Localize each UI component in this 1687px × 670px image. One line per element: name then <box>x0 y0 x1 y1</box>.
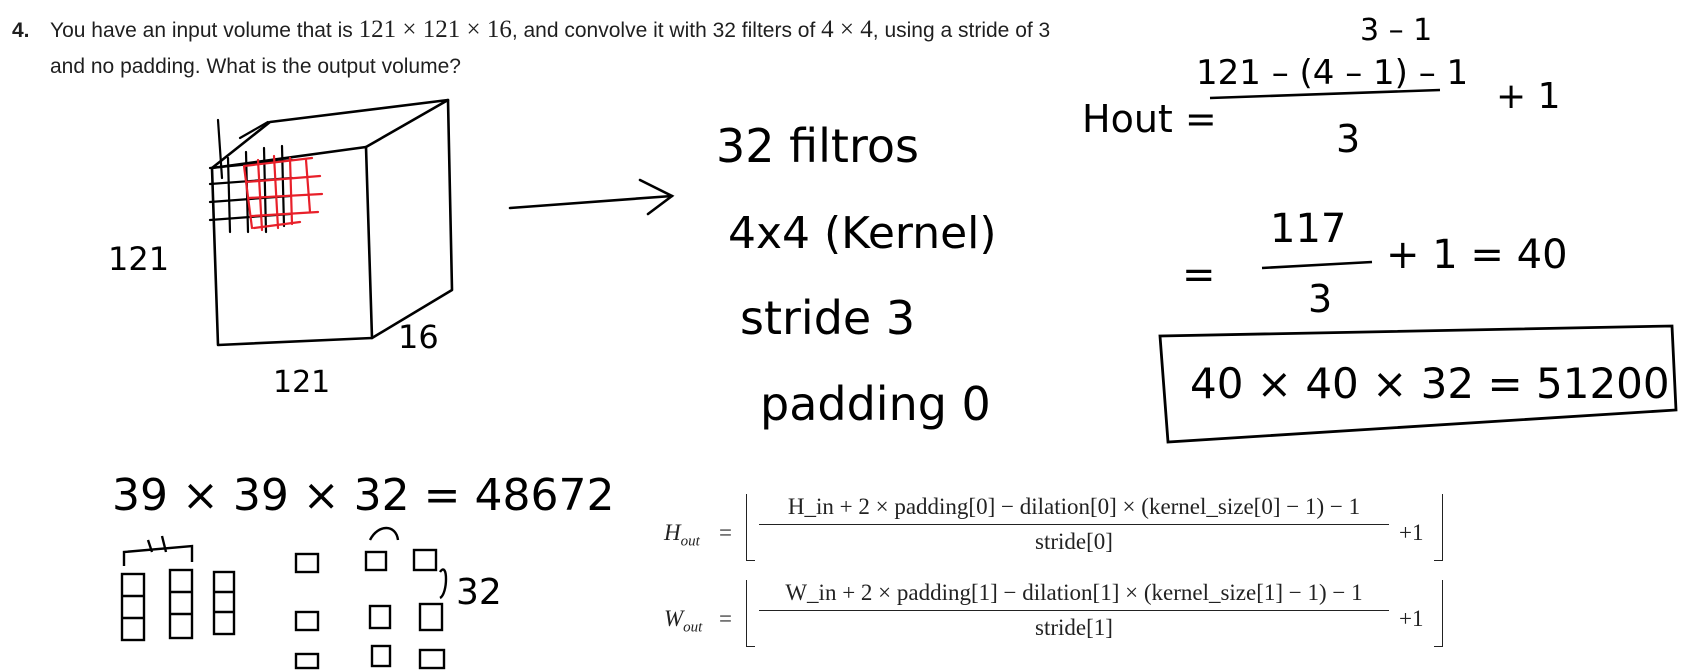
question-number: 4. <box>12 19 30 42</box>
note-padding: padding 0 <box>760 377 991 431</box>
cube-right-face <box>370 98 454 340</box>
final-answer: 40 × 40 × 32 = 51200 <box>1190 359 1670 408</box>
note-stride: stride 3 <box>740 291 915 345</box>
wout-formula-equals: = <box>719 606 732 631</box>
question-line-1: 4. You have an input volume that is 121 ×… <box>12 12 1182 49</box>
cube-height-label: 121 <box>108 240 169 278</box>
question-block: 4. You have an input volume that is 121 ×… <box>12 12 1182 85</box>
cube-width-label: 121 <box>273 365 330 400</box>
arrow-icon <box>508 178 675 216</box>
hout-denominator: 3 <box>1336 117 1360 161</box>
cube-top-face <box>210 98 450 170</box>
hout-formula-lhs: H <box>664 520 681 545</box>
filter-dims-math: 4 × 4 <box>821 16 873 43</box>
cube-front-face <box>210 145 374 347</box>
wout-formula-sub: out <box>683 619 703 636</box>
wout-formula-plus-one: +1 <box>1399 606 1424 631</box>
hout-formula-numerator: H_in + 2 × padding[0] − dilation[0] × (k… <box>759 494 1389 525</box>
wout-formula-lhs: W <box>664 606 684 631</box>
final-answer-box <box>1158 324 1678 444</box>
hout-numerator: 121 – (4 – 1) – 1 <box>1196 53 1468 93</box>
red-grid <box>242 154 324 232</box>
step2-denominator: 3 <box>1308 277 1332 321</box>
floor-right-bracket <box>1434 580 1443 647</box>
question-text-mid1: , and convolve it with 32 filters of <box>511 19 816 42</box>
hout-formula-denominator: stride[0] <box>1035 529 1113 554</box>
step2-numerator: 117 <box>1270 206 1346 252</box>
step2-rest: + 1 = 40 <box>1386 232 1568 278</box>
floor-right-bracket <box>1434 494 1443 561</box>
input-volume-cube <box>208 98 454 347</box>
input-dims-math: 121 × 121 × 16 <box>358 16 512 43</box>
wout-formula-numerator: W_in + 2 × padding[1] − dilation[1] × (k… <box>759 580 1389 611</box>
step2-equals: = <box>1182 252 1216 298</box>
question-text-before: You have an input volume that is <box>50 19 353 42</box>
question-line-2: and no padding. What is the output volum… <box>50 55 461 78</box>
hout-formula-sub: out <box>680 533 700 550</box>
hout-correction: 3 – 1 <box>1360 13 1432 48</box>
floor-left-bracket <box>746 494 755 561</box>
note-kernel: 4x4 (Kernel) <box>728 208 997 259</box>
cube-depth-label: 16 <box>398 318 439 356</box>
hout-formula-plus-one: +1 <box>1399 520 1424 545</box>
hout-formula-fraction: H_in + 2 × padding[0] − dilation[0] × (k… <box>759 494 1389 555</box>
question-text-mid2: , using a stride of 3 <box>872 19 1051 42</box>
wout-formula-fraction: W_in + 2 × padding[1] − dilation[1] × (k… <box>759 580 1389 641</box>
hout-label: Hout = <box>1082 97 1217 141</box>
stack-count-label: 32 <box>456 572 502 613</box>
note-filters: 32 filtros <box>716 119 919 173</box>
floor-left-bracket <box>746 580 755 647</box>
step2-fraction-bar <box>1261 260 1373 270</box>
filter-stack-doodle <box>120 526 448 670</box>
hout-formula-equals: = <box>719 520 732 545</box>
hout-plus-one: + 1 <box>1496 76 1561 117</box>
hout-fraction-bar <box>1209 88 1441 100</box>
wrong-answer: 39 × 39 × 32 = 48672 <box>112 470 614 521</box>
wout-formula-denominator: stride[1] <box>1035 615 1113 640</box>
